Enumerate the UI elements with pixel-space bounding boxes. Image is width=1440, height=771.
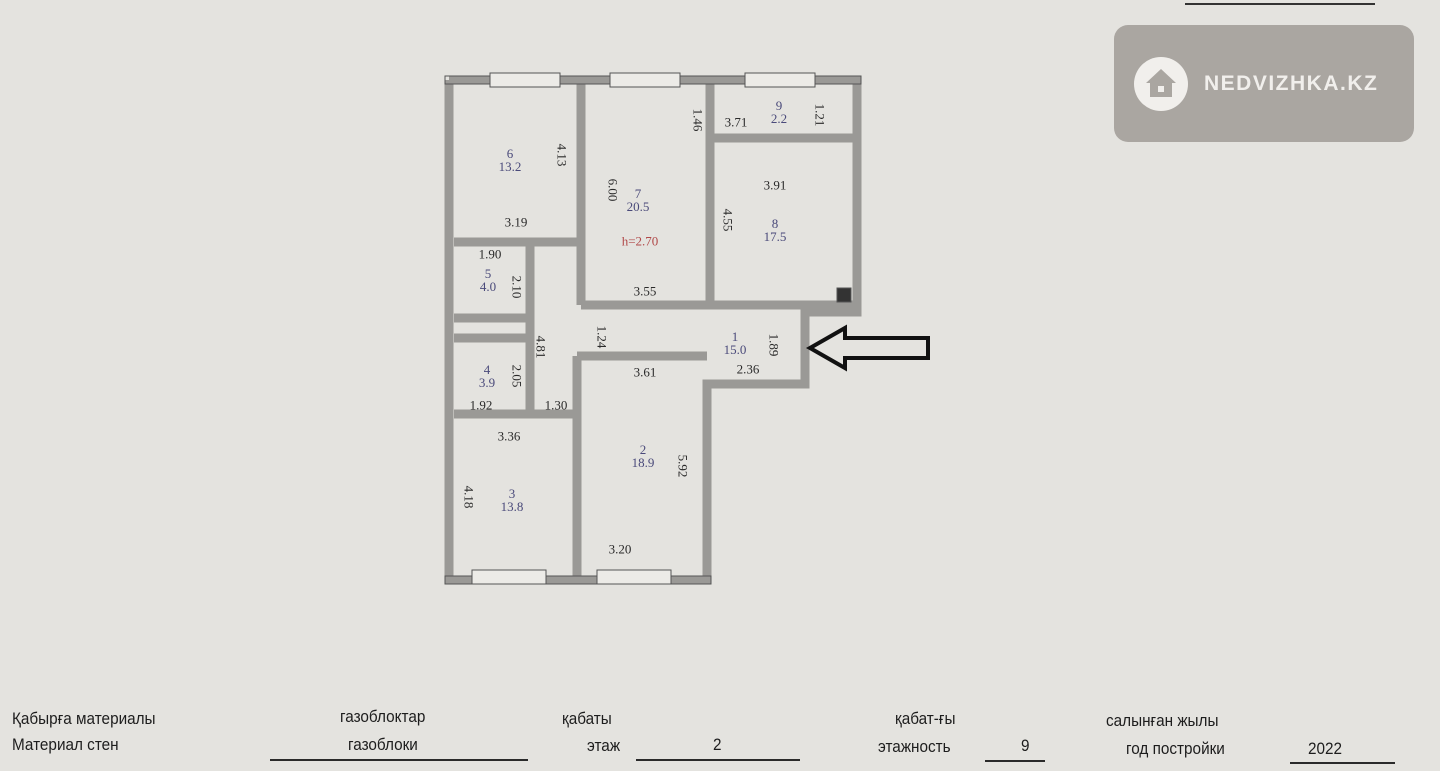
dimension: 1.92 [469,397,493,413]
room-area: 13.2 [498,159,522,174]
room-number: 8 [771,216,779,231]
dimension: 3.20 [608,541,632,557]
floor-value: 2 [713,735,722,754]
dimension: 2.36 [736,361,760,377]
floor-label-kz: қабаты [562,709,612,728]
watermark-logo: NEDVIZHKA.KZ [1114,25,1414,142]
room-number: 2 [639,442,647,457]
room-number: 9 [775,98,783,113]
dimension: 4.81 [533,335,549,359]
floor-label-ru: этаж [587,736,621,755]
dimension: 1.90 [478,246,502,262]
wall-material-label-kz: Қабырға материалы [12,709,156,728]
room-number: 7 [634,186,642,201]
floors-label-kz: қабат-ғы [895,709,956,728]
room-number: 4 [483,362,491,377]
room-area: 2.2 [770,111,788,126]
dimension: 1.21 [812,103,828,127]
dimension: 4.55 [720,208,736,232]
room-area: 4.0 [479,279,497,294]
year-value: 2022 [1308,739,1343,758]
underline [985,760,1045,762]
year-label-ru: год постройки [1126,739,1225,758]
dimension: 4.13 [554,143,570,167]
logo-text: NEDVIZHKA.KZ [1204,71,1379,95]
room-area: 17.5 [763,229,787,244]
room-number: 6 [506,146,514,161]
wall-material-value-ru: газоблоки [348,735,418,754]
dimension: 1.30 [544,397,568,413]
wall-material-label-ru: Материал стен [12,735,119,754]
floors-label-ru: этажность [878,737,951,756]
dimension: 5.92 [675,454,691,478]
dimension: 3.91 [763,177,787,193]
dimension: 2.05 [509,364,525,388]
dimension: 3.61 [633,364,657,380]
ceiling-height: h=2.70 [621,233,659,249]
room-area: 3.9 [478,375,496,390]
dimension: 3.71 [724,114,748,130]
room-area: 13.8 [500,499,524,514]
arrow-left-icon [805,324,930,372]
dimension: 4.18 [461,485,477,509]
dimension: 3.19 [504,214,528,230]
underline [636,759,800,761]
room-area: 18.9 [631,455,655,470]
house-icon [1134,56,1188,111]
underline [1290,762,1395,764]
room-number: 1 [731,329,739,344]
room-area: 20.5 [626,199,650,214]
dimension: 3.36 [497,428,521,444]
dimension: 1.24 [594,325,610,349]
room-number: 3 [508,486,516,501]
floors-value: 9 [1021,736,1030,755]
year-label-kz: салынған жылы [1106,711,1219,730]
room-number: 5 [484,266,492,281]
dimension: 3.55 [633,283,657,299]
dimension: 2.10 [509,275,525,299]
dimension: 6.00 [605,178,621,202]
wall-material-value-kz: газоблоктар [340,707,426,726]
dimension: 1.46 [690,108,706,132]
room-area: 15.0 [723,342,747,357]
dimension: 1.89 [766,333,782,357]
underline [270,759,528,761]
